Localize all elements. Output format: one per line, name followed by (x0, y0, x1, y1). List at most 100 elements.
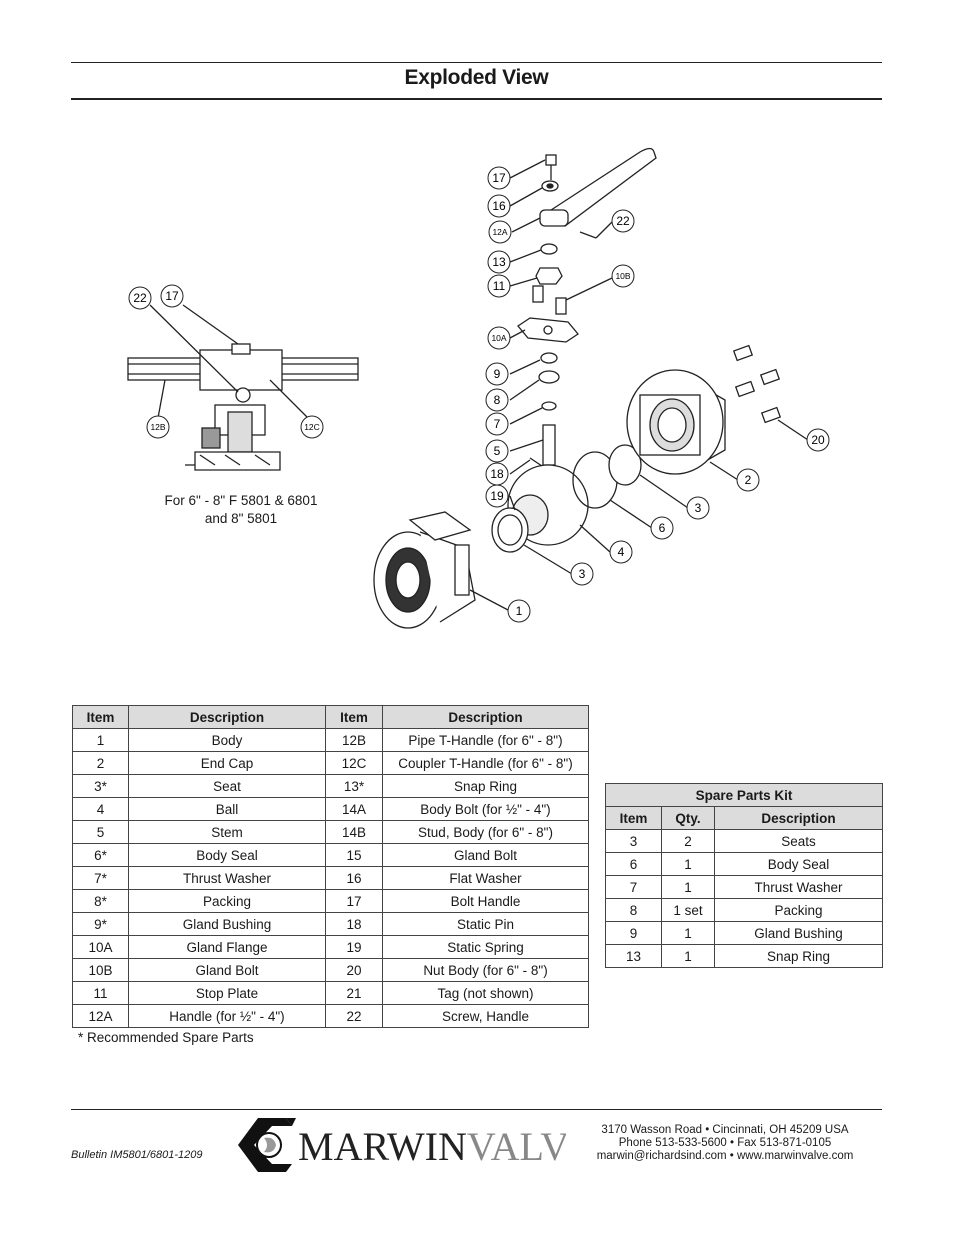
table-cell: 11 (72, 981, 129, 1005)
kit-header-row: Item Qty. Description (605, 806, 883, 830)
svg-text:3: 3 (695, 501, 702, 515)
svg-text:22: 22 (616, 214, 630, 228)
table-cell: 12B (325, 728, 383, 752)
svg-text:18: 18 (490, 467, 504, 481)
table-cell: Snap Ring (714, 944, 883, 968)
callout-18: 18 (485, 462, 509, 486)
svg-text:12C: 12C (304, 422, 320, 432)
top-rule (71, 62, 882, 63)
table-cell: 1 (661, 921, 715, 945)
table-cell: Screw, Handle (382, 1004, 589, 1028)
table-cell: 18 (325, 912, 383, 936)
table-cell: 8 (605, 898, 662, 922)
table-cell: Ball (128, 797, 326, 821)
callout-inset-12b: 12B (146, 415, 170, 439)
table-cell: Packing (714, 898, 883, 922)
table-cell: Body Bolt (for ½" - 4") (382, 797, 589, 821)
table-cell: 5 (72, 820, 129, 844)
table-cell: 19 (325, 935, 383, 959)
table-cell: 14A (325, 797, 383, 821)
table-cell: 22 (325, 1004, 383, 1028)
table-cell: Gland Bolt (128, 958, 326, 982)
callout-16: 16 (487, 194, 511, 218)
table-cell: Seat (128, 774, 326, 798)
svg-text:10B: 10B (615, 271, 630, 281)
callout-17: 17 (487, 166, 511, 190)
table-cell: 7 (605, 875, 662, 899)
column-header: Description (128, 705, 326, 729)
table-cell: Gland Bolt (382, 843, 589, 867)
callout-20: 20 (806, 428, 830, 452)
table-cell: Coupler T-Handle (for 6" - 8") (382, 751, 589, 775)
table-cell: 6* (72, 843, 129, 867)
callout-19: 19 (485, 484, 509, 508)
table-cell: Body Seal (714, 852, 883, 876)
column-header: Description (714, 806, 883, 830)
table-cell: 9* (72, 912, 129, 936)
table-cell: Static Spring (382, 935, 589, 959)
column-header: Item (605, 806, 662, 830)
inset-caption-line1: For 6" - 8" F 5801 & 6801 (164, 493, 318, 508)
table-cell: Gland Bushing (128, 912, 326, 936)
table-cell: 16 (325, 866, 383, 890)
table-cell: 8* (72, 889, 129, 913)
svg-text:17: 17 (492, 171, 506, 185)
table-cell: Snap Ring (382, 774, 589, 798)
column-header: Description (382, 705, 589, 729)
svg-text:3: 3 (579, 567, 586, 581)
web-line: marwin@richardsind.com • www.marwinvalve… (596, 1150, 854, 1162)
kit-title-row: Spare Parts Kit (605, 783, 883, 807)
table-cell: 2 (661, 829, 715, 853)
callout-3-right: 3 (686, 496, 710, 520)
table-cell: 1 (661, 944, 715, 968)
callout-6: 6 (650, 516, 674, 540)
inset-caption-line2: and 8" 5801 (204, 511, 278, 526)
svg-text:7: 7 (494, 417, 501, 431)
table-cell: Gland Flange (128, 935, 326, 959)
table-cell: 1 set (661, 898, 715, 922)
page-title: Exploded View (404, 66, 549, 89)
logo-text-light: VALVE (467, 1124, 566, 1169)
callout-4: 4 (609, 540, 633, 564)
table-cell: 21 (325, 981, 383, 1005)
table-cell: 17 (325, 889, 383, 913)
table-cell: Static Pin (382, 912, 589, 936)
callout-inset-12c: 12C (300, 415, 324, 439)
svg-text:17: 17 (165, 289, 179, 303)
table-cell: 14B (325, 820, 383, 844)
svg-text:9: 9 (494, 367, 501, 381)
table-cell: Seats (714, 829, 883, 853)
address-line: 3170 Wasson Road • Cincinnati, OH 45209 … (601, 1124, 849, 1136)
table-cell: Thrust Washer (714, 875, 883, 899)
table-cell: Tag (not shown) (382, 981, 589, 1005)
callout-11: 11 (487, 274, 511, 298)
table-cell: Body (128, 728, 326, 752)
column-header: Item (72, 705, 129, 729)
svg-text:8: 8 (494, 393, 501, 407)
table-cell: Pipe T-Handle (for 6" - 8") (382, 728, 589, 752)
table-cell: Bolt Handle (382, 889, 589, 913)
table-cell: Thrust Washer (128, 866, 326, 890)
callout-10a: 10A (487, 326, 511, 350)
svg-text:1: 1 (516, 604, 523, 618)
parts-table-header: Item Description Item Description (72, 705, 589, 729)
marwin-valve-logo: MARWINVALVE (238, 1118, 566, 1172)
table-cell: 9 (605, 921, 662, 945)
svg-text:20: 20 (811, 433, 825, 447)
callout-9: 9 (485, 362, 509, 386)
callout-22: 22 (611, 209, 635, 233)
table-cell: 15 (325, 843, 383, 867)
table-cell: 1 (661, 852, 715, 876)
callout-12a: 12A (488, 220, 512, 244)
